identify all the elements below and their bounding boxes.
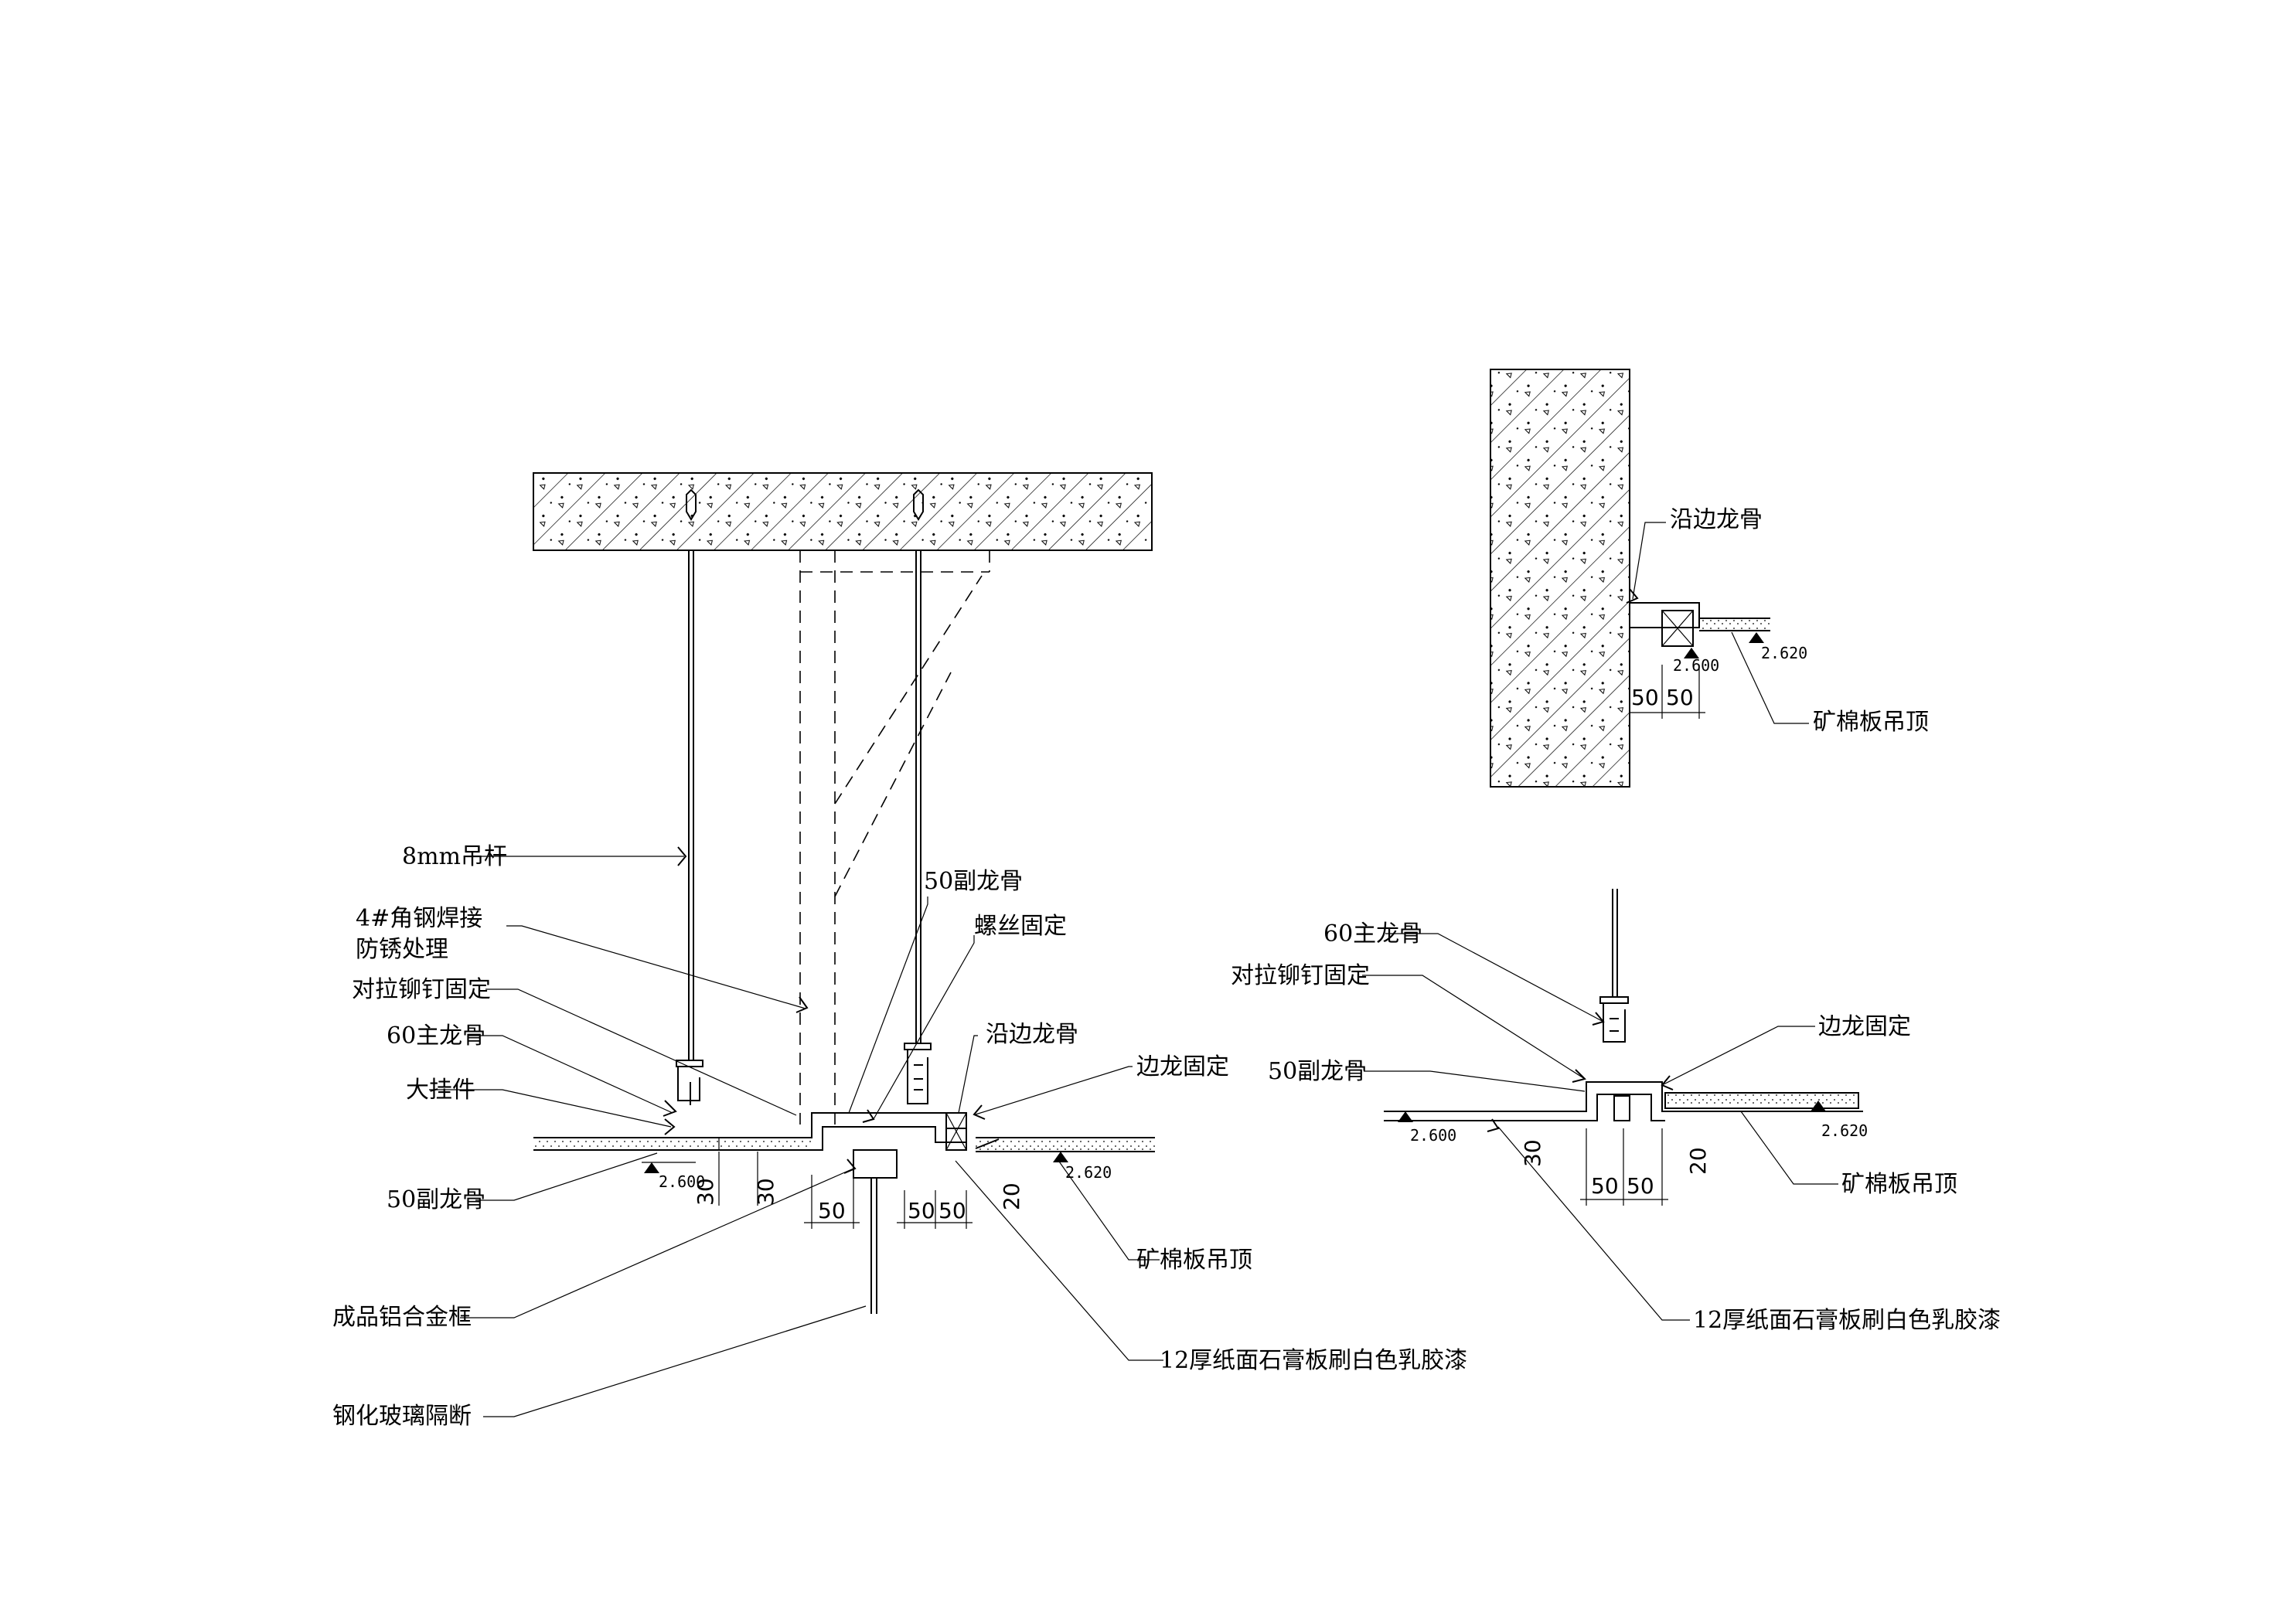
label-sub-keel-top: 50副龙骨 <box>924 868 1023 895</box>
level-2620-a: 2.620 <box>1065 1163 1112 1182</box>
label-edge-fix: 边龙固定 <box>1136 1053 1229 1080</box>
hanger-rod-left <box>686 488 697 1060</box>
leaders-a <box>429 846 1163 1417</box>
level-2600-a: 2.600 <box>659 1172 705 1191</box>
dimensions-a: 30 30 50 50 50 20 <box>693 1152 1024 1229</box>
dim-50-c: 50 <box>938 1198 966 1223</box>
alu-frame <box>853 1149 898 1314</box>
detail-a: 2.600 2.620 30 30 50 50 50 20 <box>332 472 1467 1430</box>
mineral-board <box>975 1137 1155 1152</box>
label-sub-keel: 50副龙骨 <box>387 1186 485 1213</box>
edge-keel-b <box>1630 602 1770 647</box>
label-main-keel-c: 60主龙骨 <box>1323 920 1422 948</box>
concrete-wall <box>1490 369 1630 788</box>
level-2600-c: 2.600 <box>1410 1126 1456 1145</box>
dim-50-a: 50 <box>818 1198 846 1223</box>
label-screw: 螺丝固定 <box>974 913 1067 940</box>
label-edge-keel-b: 沿边龙骨 <box>1670 506 1763 533</box>
label-rivet-c: 对拉铆钉固定 <box>1231 962 1370 989</box>
label-rod: 8mm吊杆 <box>402 843 507 870</box>
level-2620-b: 2.620 <box>1761 644 1807 662</box>
rod-c <box>1612 889 1618 997</box>
gypsum-ceiling <box>533 1112 966 1151</box>
label-alu-frame: 成品铝合金框 <box>332 1304 472 1331</box>
edge-keel <box>945 1112 967 1151</box>
dim-30-a: 30 <box>693 1178 718 1206</box>
label-glass: 钢化玻璃隔断 <box>332 1403 472 1430</box>
dim-50-c1: 50 <box>1591 1173 1619 1199</box>
dim-50-b2: 50 <box>1666 685 1694 710</box>
label-sub-keel-c: 50副龙骨 <box>1268 1058 1367 1085</box>
label-angle-steel-2: 防锈处理 <box>356 936 448 963</box>
label-main-keel: 60主龙骨 <box>387 1022 485 1050</box>
angle-steel-dashed <box>799 550 990 1125</box>
detail-b: 2.600 2.620 50 50 沿边龙骨 矿棉板吊顶 <box>1490 369 1929 788</box>
main-keel-right <box>904 1043 932 1104</box>
detail-c: 2.600 2.620 30 20 50 50 60主龙骨 对拉铆钉固定 50副… <box>1231 889 2001 1334</box>
level-2600-b: 2.600 <box>1673 656 1719 675</box>
dim-30-b: 30 <box>753 1178 778 1206</box>
label-edge-fix-c: 边龙固定 <box>1818 1013 1911 1040</box>
label-mineral-board: 矿棉板吊顶 <box>1136 1247 1252 1274</box>
concrete-slab <box>533 472 1153 551</box>
main-keel-c <box>1599 996 1629 1043</box>
label-gypsum-c: 12厚纸面石膏板刷白色乳胶漆 <box>1693 1307 2001 1334</box>
label-rivet: 对拉铆钉固定 <box>352 976 491 1003</box>
level-marker-left: 2.600 <box>642 1162 705 1191</box>
label-hanger: 大挂件 <box>406 1077 475 1104</box>
label-angle-steel-1: 4#角钢焊接 <box>356 905 482 932</box>
dim-20-a: 20 <box>999 1182 1024 1210</box>
dim-50-b: 50 <box>908 1198 935 1223</box>
dim-50-b1: 50 <box>1631 685 1659 710</box>
dim-50-c2: 50 <box>1627 1173 1654 1199</box>
level-marker-right: 2.620 <box>1053 1152 1112 1182</box>
hanger-rod-right <box>913 488 924 1043</box>
label-mineral-board-b: 矿棉板吊顶 <box>1813 709 1929 736</box>
label-edge-keel: 沿边龙骨 <box>986 1021 1078 1048</box>
label-gypsum: 12厚纸面石膏板刷白色乳胶漆 <box>1160 1347 1467 1374</box>
label-mineral-board-c: 矿棉板吊顶 <box>1841 1171 1957 1198</box>
dim-20-c: 20 <box>1685 1147 1711 1175</box>
level-2620-c: 2.620 <box>1821 1121 1868 1140</box>
sub-keel-c <box>1384 1081 1863 1121</box>
dim-30-c: 30 <box>1520 1139 1545 1167</box>
